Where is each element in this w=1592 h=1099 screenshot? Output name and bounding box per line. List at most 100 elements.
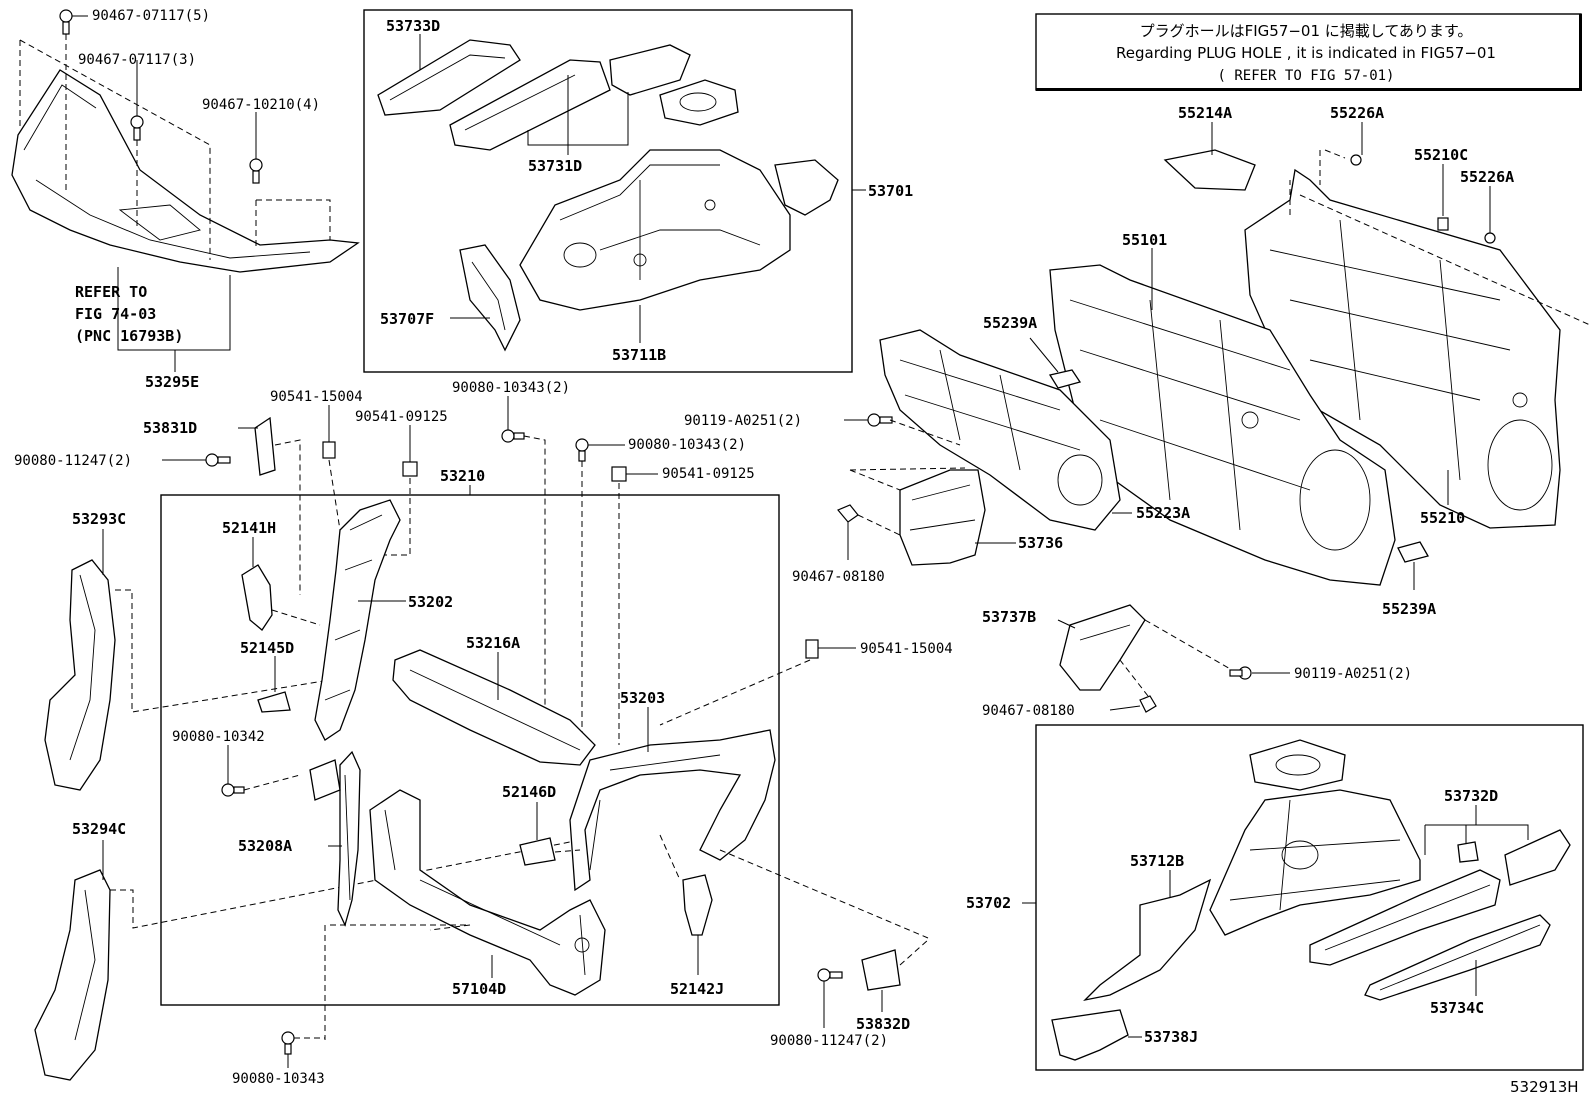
label-90080-10343-a: 90080-10343(2) — [452, 380, 570, 396]
part-53216A — [392, 649, 596, 766]
part-52142J — [682, 874, 713, 936]
label-90080-10343-c: 90080-10343 — [232, 1071, 325, 1087]
label-52141H: 52141H — [222, 519, 276, 537]
label-90119-A0251-b: 90119-A0251(2) — [1294, 666, 1412, 682]
label-53832D: 53832D — [856, 1015, 910, 1033]
part-53732D-end — [1504, 829, 1571, 886]
label-90080-11247-a: 90080-11247(2) — [14, 453, 132, 469]
bolt-90467-08180-a — [837, 504, 859, 523]
clip-55239A-a — [1048, 369, 1082, 389]
refer-line-1: REFER TO — [75, 283, 147, 301]
part-53702-tower — [1249, 739, 1346, 791]
label-52146D: 52146D — [502, 783, 556, 801]
group-box-53701 — [363, 9, 853, 373]
bolt-90080-10343-c — [281, 1031, 295, 1055]
bolt-90467-10210-4 — [249, 158, 263, 184]
label-53210: 53210 — [440, 467, 485, 485]
label-53216A: 53216A — [466, 634, 520, 652]
label-90080-10342: 90080-10342 — [172, 729, 265, 745]
label-53293C: 53293C — [72, 510, 126, 528]
part-53702-apron — [1209, 789, 1421, 936]
bolt-90467-07117-3 — [130, 115, 144, 141]
label-90080-10343-b: 90080-10343(2) — [628, 437, 746, 453]
bolt-90119-A0251-b — [1229, 666, 1252, 680]
part-53734C — [1364, 914, 1551, 1001]
bolt-90080-10342 — [221, 783, 245, 797]
part-53293C — [44, 559, 116, 791]
part-55214A — [1163, 149, 1256, 191]
label-55226A-right: 55226A — [1460, 168, 1514, 186]
bolt-90467-07117-5 — [59, 9, 73, 35]
label-55210: 55210 — [1420, 509, 1465, 527]
label-53711B: 53711B — [612, 346, 666, 364]
part-53295E-seal — [11, 69, 360, 273]
part-53737B — [1059, 604, 1146, 691]
part-53733D — [377, 39, 521, 116]
label-90541-09125-b: 90541-09125 — [662, 466, 755, 482]
part-53732D-rail — [1309, 869, 1501, 966]
part-53731D-a — [449, 59, 611, 151]
clip-90541-15004-b — [805, 639, 819, 659]
label-53734C: 53734C — [1430, 999, 1484, 1017]
part-52145D — [257, 691, 291, 713]
label-53733D: 53733D — [386, 17, 440, 35]
figure-id: 532913H — [1510, 1078, 1579, 1096]
label-90467-07117-5: 90467-07117(5) — [92, 8, 210, 24]
bolt-90080-11247-b — [817, 968, 843, 982]
part-53738J — [1051, 1009, 1129, 1061]
label-55239A-bottom: 55239A — [1382, 600, 1436, 618]
label-55239A-top: 55239A — [983, 314, 1037, 332]
label-53712B: 53712B — [1130, 852, 1184, 870]
part-53707F — [459, 244, 521, 352]
label-90467-07117-3: 90467-07117(3) — [78, 52, 196, 68]
note-line-2: Regarding PLUG HOLE , it is indicated in… — [1116, 44, 1496, 62]
part-53732D-clip — [1457, 841, 1479, 863]
part-53203 — [569, 729, 776, 892]
label-90080-11247-b: 90080-11247(2) — [770, 1033, 888, 1049]
label-90467-08180-a: 90467-08180 — [792, 569, 885, 585]
bolt-90080-10343-a — [501, 429, 525, 443]
part-53731D-b — [609, 44, 691, 96]
part-53831D — [254, 416, 276, 476]
label-90119-A0251-a: 90119-A0251(2) — [684, 413, 802, 429]
label-57104D: 57104D — [452, 980, 506, 998]
label-53295E: 53295E — [145, 373, 199, 391]
part-53294C — [34, 869, 111, 1081]
bolt-90119-A0251-a — [867, 413, 893, 427]
part-53711B — [519, 149, 791, 311]
clip-90541-15004-a — [322, 441, 336, 459]
part-53202 — [314, 499, 401, 741]
label-53203: 53203 — [620, 689, 665, 707]
clip-90541-09125-a — [402, 461, 418, 477]
label-55210C: 55210C — [1414, 146, 1468, 164]
part-53832D — [861, 949, 901, 991]
label-53202: 53202 — [408, 593, 453, 611]
label-53736: 53736 — [1018, 534, 1063, 552]
refer-line-3: (PNC 16793B) — [75, 327, 183, 345]
label-53831D: 53831D — [143, 419, 197, 437]
part-53208A-bracket — [309, 759, 341, 801]
part-53208A — [337, 750, 361, 927]
label-52145D: 52145D — [240, 639, 294, 657]
clip-55239A-b — [1397, 541, 1429, 563]
clip-90541-09125-b — [611, 466, 627, 482]
refer-line-2: FIG 74-03 — [75, 305, 156, 323]
label-53737B: 53737B — [982, 608, 1036, 626]
part-53701-tower — [659, 79, 739, 126]
label-53208A: 53208A — [238, 837, 292, 855]
bolt-90080-11247-a — [205, 453, 231, 467]
part-53736 — [899, 469, 986, 566]
label-53702: 53702 — [966, 894, 1011, 912]
bolt-90080-10343-b — [575, 438, 589, 462]
label-52142J: 52142J — [670, 980, 724, 998]
part-55223A-insulator — [879, 329, 1121, 531]
bolt-55210C — [1437, 217, 1449, 231]
label-55226A-top: 55226A — [1330, 104, 1384, 122]
note-line-3: ( REFER TO FIG 57-01) — [1217, 68, 1394, 84]
label-90541-09125-a: 90541-09125 — [355, 409, 448, 425]
label-53707F: 53707F — [380, 310, 434, 328]
label-90467-10210-4: 90467-10210(4) — [202, 97, 320, 113]
label-53738J: 53738J — [1144, 1028, 1198, 1046]
note-line-1: プラグホールはFIG57−01 に掲載してあります。 — [1140, 22, 1473, 40]
label-53731D: 53731D — [528, 157, 582, 175]
